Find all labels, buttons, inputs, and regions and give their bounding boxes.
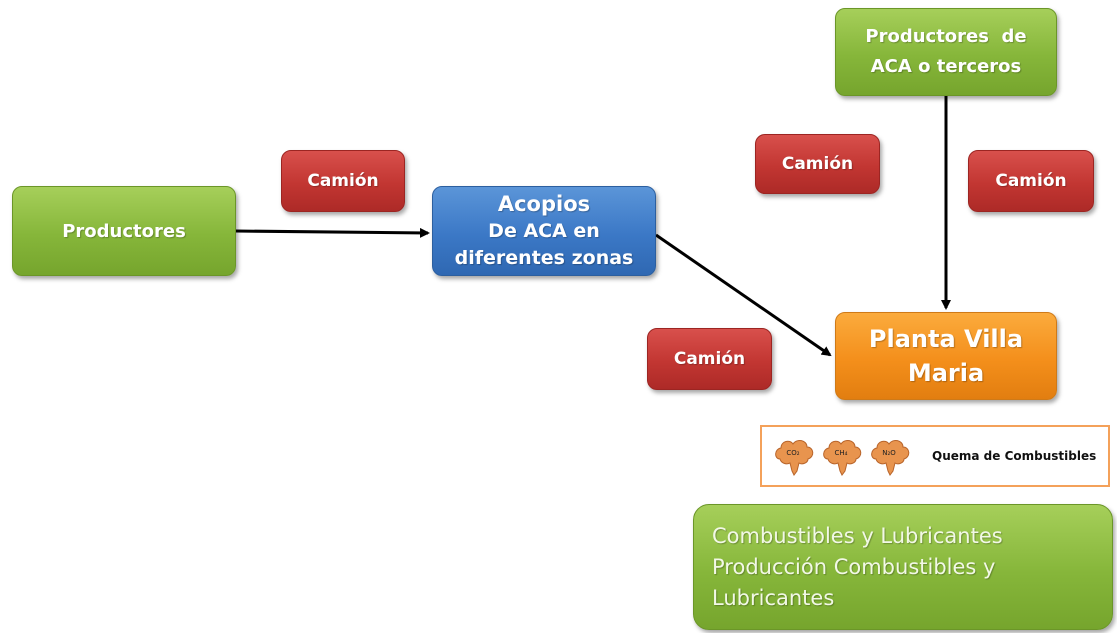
combustibles-line-3: Lubricantes xyxy=(712,585,835,610)
acopios-node: Acopios De ACA en diferentes zonas xyxy=(432,186,656,276)
productores-aca-line-2: ACA o terceros xyxy=(870,56,1022,77)
combustibles-line-2: Producción Combustibles y xyxy=(712,554,996,579)
camion-node: Camión xyxy=(968,150,1094,212)
emission-cloud-icon: N₂O xyxy=(871,439,910,476)
camion-label: Camión xyxy=(307,171,379,191)
camion-label: Camión xyxy=(995,171,1067,191)
planta-line-1: Planta Villa xyxy=(868,325,1024,353)
gas-label: CO₂ xyxy=(786,449,799,457)
camion-label: Camión xyxy=(781,154,854,174)
arrow-productores-to-acopios xyxy=(235,227,430,238)
emission-cloud-icon: CH₄ xyxy=(823,439,862,476)
gas-label: CH₄ xyxy=(835,449,848,457)
camion-node: Camión xyxy=(755,134,880,194)
planta-villa-maria-node: Planta Villa Maria xyxy=(835,312,1057,400)
acopios-line-2: De ACA en xyxy=(488,219,600,242)
camion-node: Camión xyxy=(281,150,405,212)
combustibles-line-1: Combustibles y Lubricantes xyxy=(712,523,1003,548)
arrow-acopios-to-planta xyxy=(655,233,832,357)
productores-node: Productores xyxy=(12,186,236,276)
planta-line-2: Maria xyxy=(907,359,985,387)
emissions-panel: CO₂ CH₄ N₂O Quema de Combustibles xyxy=(760,425,1110,487)
productores-label: Productores xyxy=(62,220,186,242)
combustibles-lubricantes-node: Combustibles y Lubricantes Producción Co… xyxy=(693,504,1113,630)
acopios-line-1: Acopios xyxy=(497,191,591,216)
productores-aca-line-1: Productores de xyxy=(865,26,1027,47)
gas-label: N₂O xyxy=(882,449,896,457)
productores-aca-node: Productores de ACA o terceros xyxy=(835,8,1057,96)
emission-cloud-icon: CO₂ xyxy=(775,439,814,476)
acopios-line-3: diferentes zonas xyxy=(454,246,634,269)
camion-node: Camión xyxy=(647,328,772,390)
quema-de-combustibles-label: Quema de Combustibles xyxy=(932,449,1097,463)
camion-label: Camión xyxy=(673,349,746,369)
